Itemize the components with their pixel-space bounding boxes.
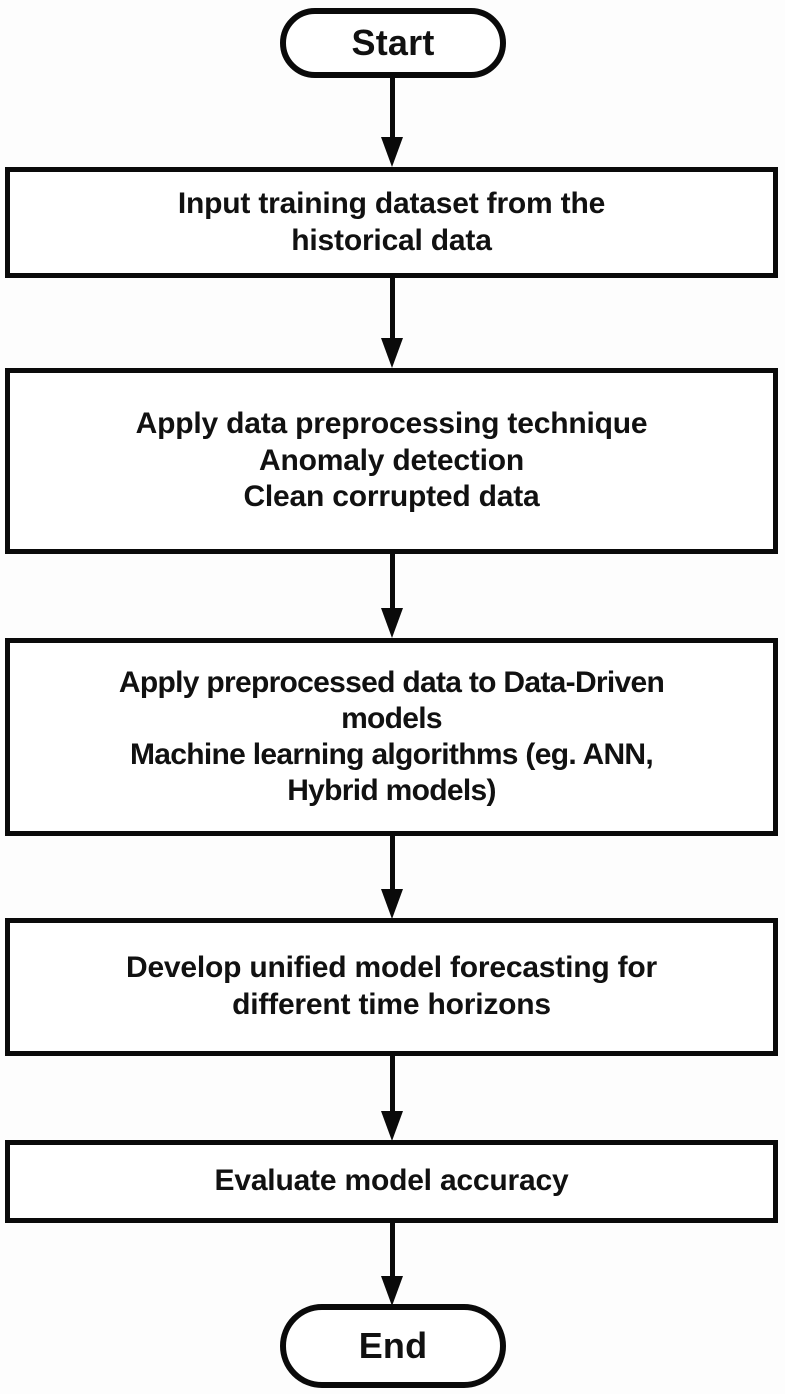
node-input-data[interactable]: Input training dataset from the historic…	[5, 167, 778, 278]
edge-input-to-preprocess	[381, 278, 403, 368]
arrowhead-down-icon	[381, 1276, 403, 1306]
edge-evaluate-to-end	[381, 1223, 403, 1306]
edge-models-to-unified	[381, 836, 403, 919]
arrowhead-down-icon	[381, 1111, 403, 1141]
arrowhead-down-icon	[381, 338, 403, 368]
node-start[interactable]: Start	[280, 8, 506, 78]
edge-shaft	[390, 836, 395, 892]
node-end[interactable]: End	[280, 1304, 506, 1388]
edge-shaft	[390, 1223, 395, 1279]
node-preprocess[interactable]: Apply data preprocessing technique Anoma…	[5, 368, 778, 554]
node-data-driven-models-label: Apply preprocessed data to Data-Driven m…	[118, 666, 665, 807]
arrowhead-down-icon	[381, 608, 403, 638]
edge-shaft	[390, 554, 395, 611]
node-evaluate[interactable]: Evaluate model accuracy	[5, 1140, 778, 1223]
arrowhead-down-icon	[381, 137, 403, 167]
node-evaluate-label: Evaluate model accuracy	[214, 1164, 569, 1198]
edge-unified-to-evaluate	[381, 1056, 403, 1141]
edge-start-to-input	[381, 78, 403, 167]
node-data-driven-models[interactable]: Apply preprocessed data to Data-Driven m…	[5, 638, 778, 836]
edge-shaft	[390, 278, 395, 341]
node-unified-model-label: Develop unified model forecasting for di…	[125, 951, 657, 1021]
node-preprocess-label: Apply data preprocessing technique Anoma…	[135, 407, 648, 514]
edge-preprocess-to-models	[381, 554, 403, 638]
node-unified-model[interactable]: Develop unified model forecasting for di…	[5, 918, 778, 1056]
node-end-label: End	[358, 1325, 428, 1366]
edge-shaft	[390, 78, 395, 140]
arrowhead-down-icon	[381, 889, 403, 919]
node-start-label: Start	[351, 22, 435, 63]
edge-shaft	[390, 1056, 395, 1114]
node-input-data-label: Input training dataset from the historic…	[177, 186, 606, 257]
